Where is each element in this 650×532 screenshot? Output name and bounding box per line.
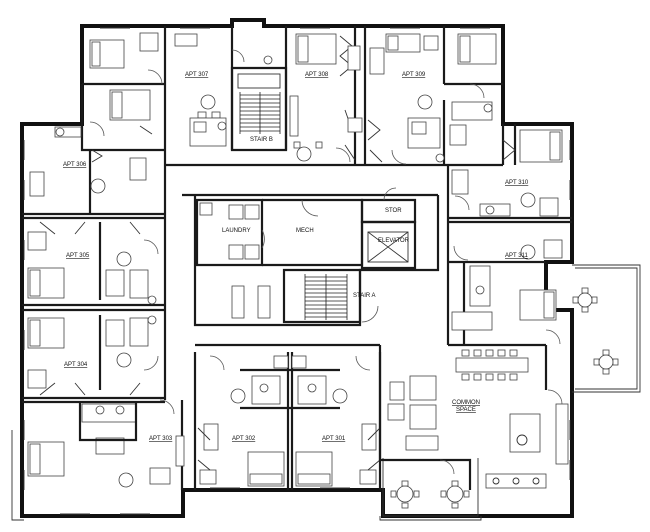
label-apt-306: APT 306 — [63, 162, 87, 168]
south-units-walls — [193, 352, 382, 490]
apt-302-furniture — [197, 355, 289, 487]
apt-308-furniture — [289, 33, 363, 163]
stair-a — [282, 268, 379, 324]
label-apt-310: APT 310 — [505, 180, 529, 186]
label-stair-b: STAIR B — [250, 137, 273, 143]
apt-310-furniture — [451, 129, 563, 217]
stor-room — [360, 187, 417, 224]
label-apt-303: APT 303 — [149, 436, 173, 442]
label-apt-307: APT 307 — [185, 72, 209, 78]
label-elevator: ELEVATOR — [378, 238, 410, 244]
balcony-bottom — [379, 458, 482, 521]
label-laundry: LAUNDRY — [222, 228, 251, 234]
label-apt-304: APT 304 — [64, 362, 88, 368]
apt-ne-furniture — [449, 33, 497, 146]
apt-301-furniture — [291, 355, 381, 487]
apt-309-furniture — [367, 33, 445, 165]
balcony-right-furniture — [572, 287, 619, 375]
laundry-room — [195, 198, 271, 319]
room-labels: APT 307 APT 308 APT 309 APT 306 APT 310 … — [63, 72, 529, 442]
apt-303-furniture — [27, 399, 185, 488]
balcony-right — [572, 264, 641, 393]
label-apt-305: APT 305 — [66, 253, 90, 259]
label-stair-a: STAIR A — [353, 293, 376, 299]
label-apt-302: APT 302 — [232, 436, 256, 442]
label-apt-308: APT 308 — [305, 72, 329, 78]
apt-305-furniture — [27, 221, 159, 305]
label-common-space-1: COMMON — [452, 400, 480, 406]
east-units-walls — [448, 124, 572, 347]
label-common-space-2: SPACE — [456, 407, 476, 413]
label-apt-311: APT 311 — [505, 253, 528, 259]
common-space-furniture — [378, 345, 569, 490]
label-mech: MECH — [296, 228, 314, 234]
balcony-bottom-furniture — [390, 480, 470, 509]
exterior-windows — [23, 27, 571, 515]
apt-311-furniture — [451, 239, 563, 345]
apt-304-furniture — [27, 315, 159, 396]
west-units-walls — [22, 150, 165, 404]
apt-306-furniture — [29, 89, 153, 197]
label-stor: STOR — [385, 208, 402, 214]
label-apt-309: APT 309 — [402, 72, 426, 78]
elevator-shaft — [360, 220, 417, 270]
apt-307-furniture — [89, 32, 273, 147]
label-apt-301: APT 301 — [322, 436, 346, 442]
balcony-left-corner — [11, 430, 24, 521]
